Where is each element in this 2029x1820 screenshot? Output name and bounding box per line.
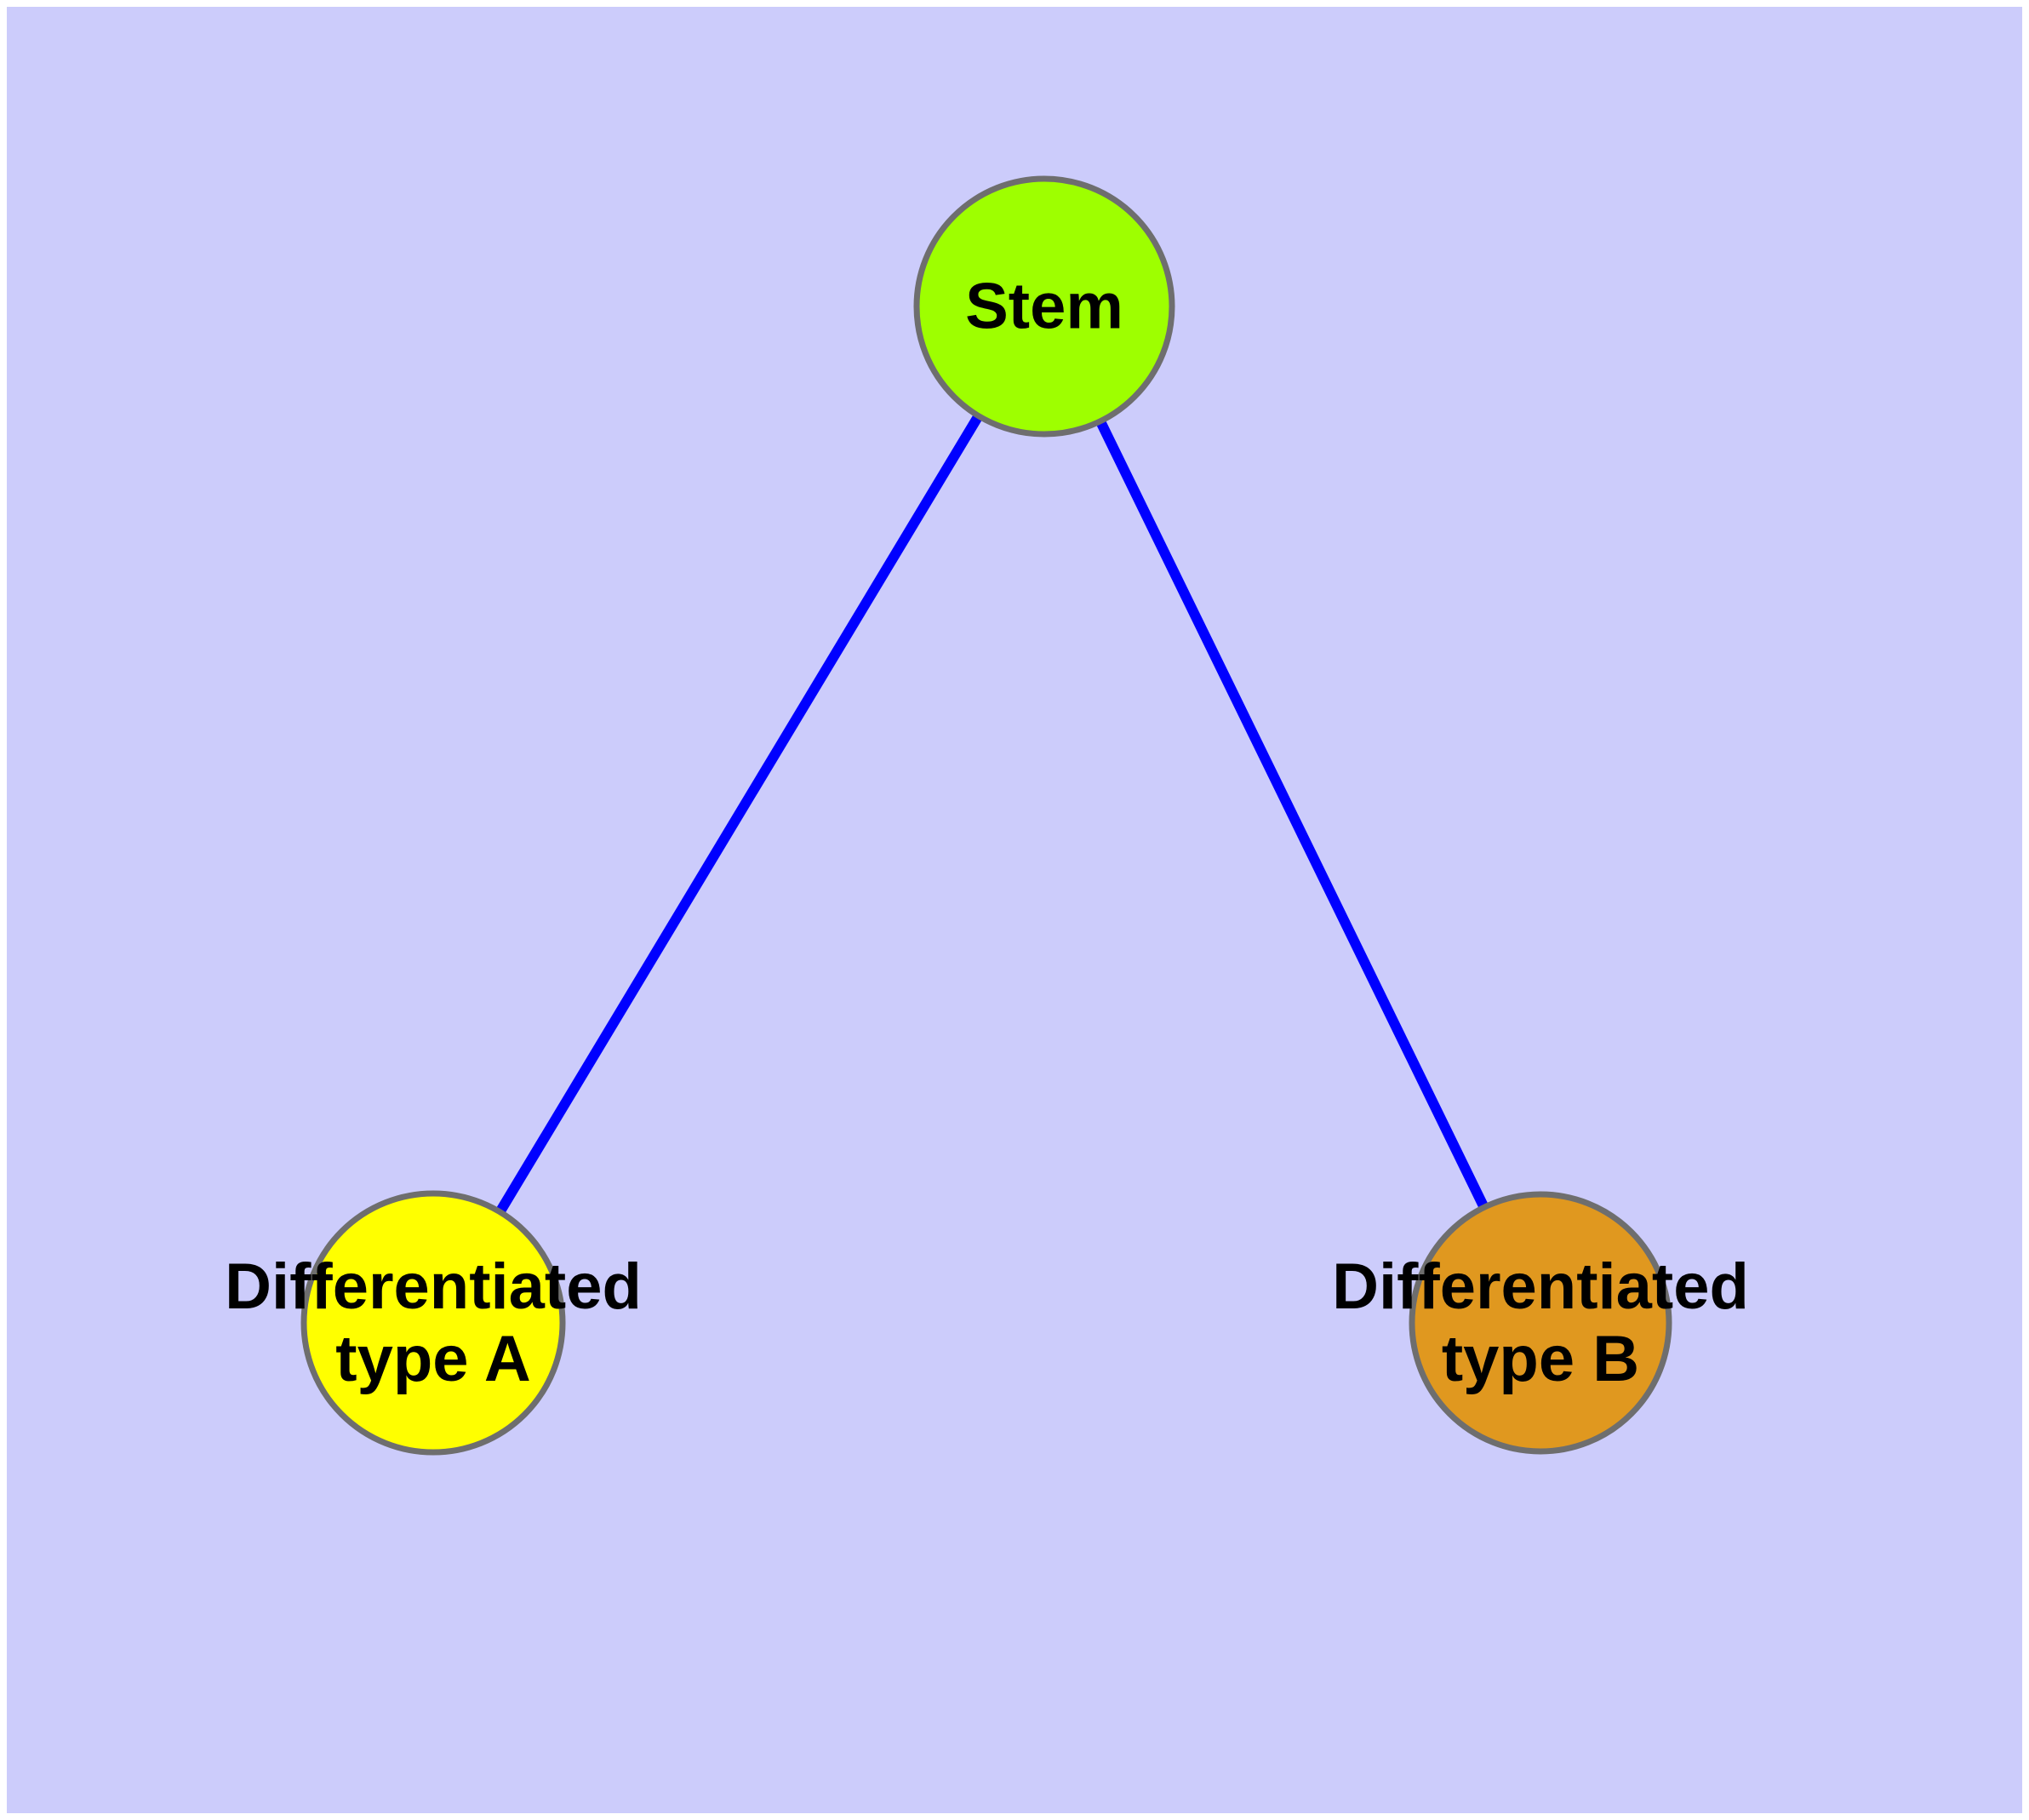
node-stem[interactable] (913, 175, 1175, 438)
edge-stem-to-differentiated-type-a (495, 413, 983, 1215)
edge-stem-to-differentiated-type-b (1095, 419, 1489, 1210)
node-differentiated-type-b[interactable] (1409, 1191, 1672, 1455)
edge-layer (495, 413, 1489, 1215)
node-layer (300, 175, 1672, 1456)
node-differentiated-type-a[interactable] (300, 1190, 566, 1456)
graph-svg (300, 175, 1672, 1456)
